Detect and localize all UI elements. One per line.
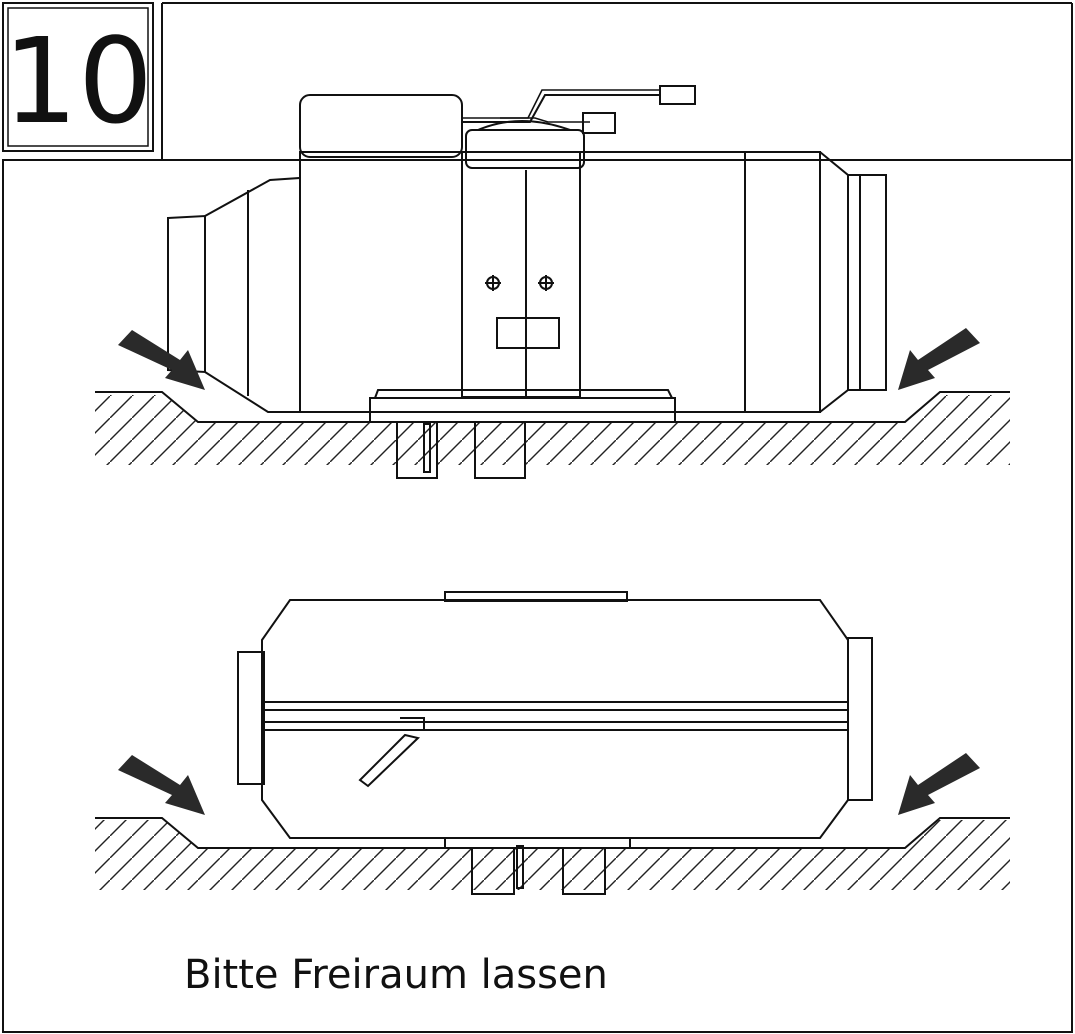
screw-icon [485,275,501,291]
step-number-box: 10 [2,2,154,152]
ground-hatch-top [95,395,1010,465]
step-number: 10 [3,12,153,150]
heater-front-view [95,591,1010,895]
ground-line-bottom [95,817,1010,849]
caption-text: Bitte Freiraum lassen [184,952,608,998]
arrow-icon [118,330,205,390]
screw-icon [538,275,554,291]
arrow-icon [898,753,980,815]
arrow-icon [118,755,205,815]
arrow-icon [898,328,980,390]
heater-side-view [95,85,1010,479]
ground-hatch-bottom [95,820,1010,890]
